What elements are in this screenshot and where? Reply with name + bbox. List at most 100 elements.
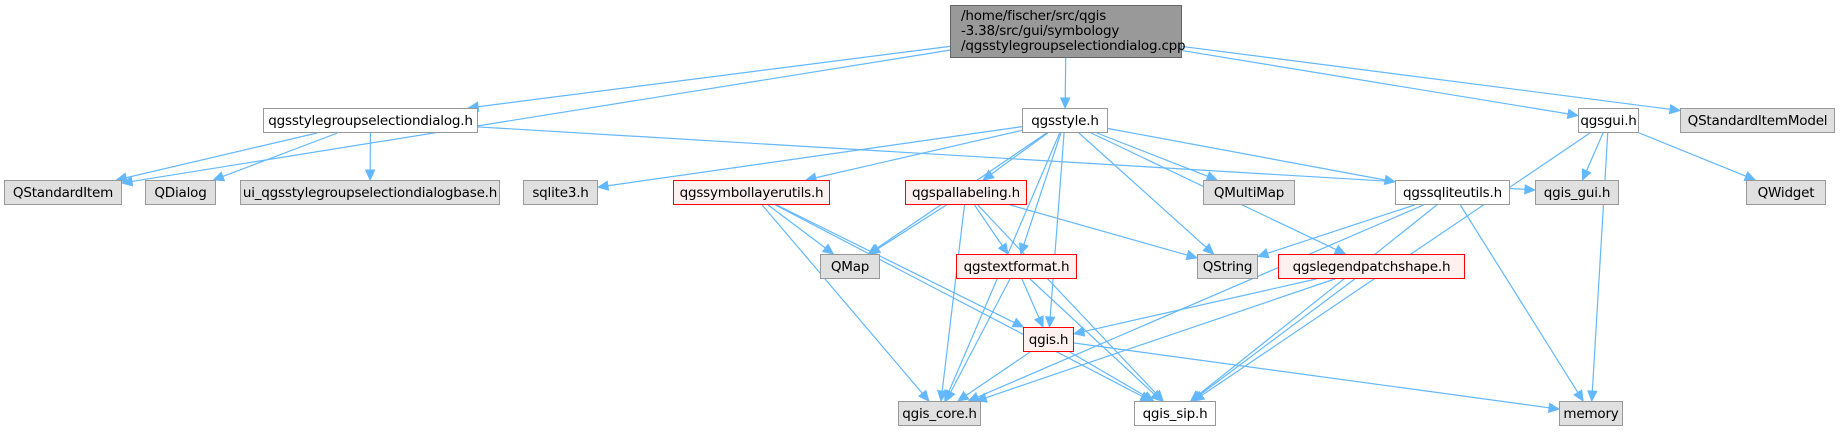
arrowhead-icon — [918, 389, 930, 402]
edge-qgsstyle_h-to-qgis_h — [1049, 132, 1065, 318]
node-label: ui_qgsstylegroupselectiondialogbase.h — [242, 184, 498, 201]
arrowhead-icon — [868, 243, 882, 255]
node-label: QStandardItem — [12, 184, 114, 201]
node-textformat-h[interactable]: qgstextformat.h — [956, 254, 1077, 279]
arrowhead-icon — [1190, 390, 1204, 402]
edge-dialog_h-to-QDialog — [222, 132, 338, 178]
edge-qgsstyle_h-to-symlayerutils_h — [815, 129, 1023, 179]
node-qgis-gui-h[interactable]: qgis_gui.h — [1535, 180, 1619, 205]
node-label: qgslegendpatchshape.h — [1292, 258, 1451, 275]
node-label: qgis_gui.h — [1543, 184, 1611, 201]
edge-qgsstyle_h-to-pallabeling_h — [990, 132, 1049, 175]
node-root: /home/fischer/src/qgis -3.38/src/gui/sym… — [950, 5, 1186, 58]
arrowhead-icon — [364, 169, 376, 182]
arrowhead-icon — [997, 242, 1009, 256]
arrowhead-icon — [212, 171, 226, 182]
node-qmultimap[interactable]: QMultiMap — [1203, 180, 1295, 205]
arrowhead-icon — [1072, 326, 1086, 337]
node-sqlite3-h[interactable]: sqlite3.h — [523, 180, 598, 205]
node-qdialog[interactable]: QDialog — [145, 180, 216, 205]
node-qmap[interactable]: QMap — [820, 254, 880, 279]
arrowhead-icon — [1566, 108, 1580, 120]
edge-sqliteutils_h-to-memory — [1459, 204, 1579, 393]
node-label: qgssqliteutils.h — [1403, 184, 1502, 201]
node-pallabeling-h[interactable]: qgspallabeling.h — [905, 180, 1027, 205]
arrowhead-icon — [1524, 184, 1537, 195]
arrowhead-icon — [1547, 402, 1561, 413]
edge-textformat_h-to-qgis_core_h — [950, 278, 1011, 393]
arrowhead-icon — [975, 392, 988, 403]
node-memory[interactable]: memory — [1559, 401, 1623, 426]
arrowhead-icon — [1581, 168, 1592, 182]
arrowhead-icon — [1587, 390, 1598, 403]
edge-qgis_h-to-qgis_core_h — [965, 351, 1031, 396]
node-legendpatch-h[interactable]: qgslegendpatchshape.h — [1278, 254, 1465, 279]
node-qwidget[interactable]: QWidget — [1746, 180, 1826, 205]
edge-qgsstyle_h-to-QMultiMap — [1096, 132, 1208, 177]
edge-textformat_h-to-qgis_h — [1021, 278, 1040, 319]
arrowhead-icon — [956, 390, 970, 402]
arrowhead-icon — [1033, 315, 1044, 329]
node-label: QWidget — [1757, 184, 1815, 201]
node-symlayerutils-h[interactable]: qgssymbollayerutils.h — [673, 180, 830, 205]
edge-sqliteutils_h-to-qgis_sip_h — [1198, 204, 1438, 396]
node-label: qgssymbollayerutils.h — [679, 184, 824, 201]
node-label: /home/fischer/src/qgis -3.38/src/gui/sym… — [961, 8, 1186, 54]
node-qgis-h[interactable]: qgis.h — [1023, 327, 1074, 352]
arrowhead-icon — [1018, 242, 1029, 256]
edge-sqliteutils_h-to-qgis_core_h — [977, 204, 1424, 398]
edge-symlayerutils_h-to-qgis_sip_h — [775, 204, 1143, 397]
edge-qgis_h-to-memory — [1073, 342, 1550, 409]
edge-root-to-qgsgui_h — [1181, 49, 1569, 115]
node-qstring[interactable]: QString — [1197, 254, 1258, 279]
edge-root-to-QStandardItemModel — [1181, 45, 1671, 110]
arrowhead-icon — [1011, 317, 1025, 328]
edge-root-to-dialog_h — [478, 45, 951, 108]
node-qstandarditemmodel[interactable]: QStandardItemModel — [1680, 108, 1835, 133]
node-label: QStandardItemModel — [1687, 112, 1828, 129]
node-qgis-core-h[interactable]: qgis_core.h — [898, 401, 981, 426]
node-label: qgis.h — [1028, 331, 1069, 348]
edge-legendpatch_h-to-qgis_h — [1083, 278, 1317, 333]
arrowhead-icon — [1185, 249, 1199, 261]
node-qgsgui-h[interactable]: qgsgui.h — [1578, 108, 1639, 133]
edge-legendpatch_h-to-qgis_sip_h — [1199, 278, 1356, 396]
arrowhead-icon — [1256, 248, 1270, 259]
edge-dialog_h-to-qgis_gui_h — [477, 126, 1526, 190]
arrowhead-icon — [1668, 103, 1682, 115]
node-label: QDialog — [154, 184, 207, 201]
arrowhead-icon — [1141, 391, 1155, 402]
edge-symlayerutils_h-to-QMap — [767, 204, 826, 249]
node-label: qgsstyle.h — [1031, 112, 1099, 129]
arrowhead-icon — [1573, 389, 1584, 403]
node-dialog-h[interactable]: qgsstylegroupselectiondialog.h — [263, 108, 478, 133]
node-label: qgstextformat.h — [963, 258, 1070, 275]
edge-qgsgui_h-to-memory — [1591, 132, 1609, 392]
node-qgsstyle-h[interactable]: qgsstyle.h — [1022, 108, 1108, 133]
arrowhead-icon — [1059, 97, 1071, 110]
edge-pallabeling_h-to-qgis_core_h — [941, 204, 966, 392]
arrowhead-icon — [1150, 389, 1163, 402]
node-label: QMultiMap — [1213, 184, 1285, 201]
node-label: qgis_sip.h — [1142, 405, 1208, 422]
edge-dialog_h-to-QStandardItem — [125, 132, 318, 179]
arrowhead-icon — [596, 180, 610, 191]
edge-pallabeling_h-to-QString — [1010, 204, 1188, 256]
node-sqliteutils-h[interactable]: qgssqliteutils.h — [1395, 180, 1510, 205]
arrowhead-icon — [1044, 316, 1056, 329]
edge-qgsgui_h-to-qgis_gui_h — [1585, 132, 1604, 172]
node-ui-base-h[interactable]: ui_qgsstylegroupselectiondialogbase.h — [240, 180, 500, 205]
node-qgis-sip-h[interactable]: qgis_sip.h — [1134, 401, 1216, 426]
node-label: memory — [1563, 405, 1619, 422]
node-label: QString — [1202, 258, 1253, 275]
node-label: qgspallabeling.h — [912, 184, 1020, 201]
edge-qgsstyle_h-to-sqliteutils_h — [1107, 127, 1386, 181]
edge-qgsstyle_h-to-QString — [1078, 132, 1207, 248]
node-label: qgis_core.h — [902, 405, 977, 422]
node-qstandarditem[interactable]: QStandardItem — [4, 180, 122, 205]
edge-qgsstyle_h-to-sqlite3_h — [607, 126, 1023, 187]
node-label: qgsgui.h — [1580, 112, 1637, 129]
edge-pallabeling_h-to-QMap — [877, 204, 947, 250]
edge-pallabeling_h-to-qgis_sip_h — [977, 204, 1157, 395]
